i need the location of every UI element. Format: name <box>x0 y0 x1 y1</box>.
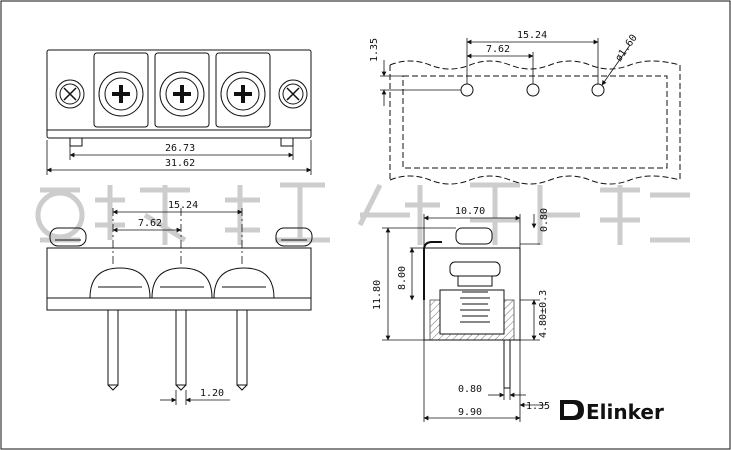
watermark <box>35 182 690 245</box>
dim-15-24-front: 15.24 <box>168 200 198 211</box>
dim-hole-diameter: ø1.60 <box>613 33 639 64</box>
dim-26-73: 26.73 <box>165 143 195 154</box>
top-view-dimensions <box>46 140 312 175</box>
logo-mark-icon <box>560 400 584 420</box>
pcb-dimensions <box>380 38 631 106</box>
dim-8-00: 8.00 <box>397 266 408 290</box>
side-view-dimensions <box>382 214 545 422</box>
top-view-terminal-block <box>46 49 312 147</box>
dim-1-35-top: 1.35 <box>369 38 380 62</box>
dim-9-90: 9.90 <box>458 407 482 418</box>
dim-7-62-top: 7.62 <box>486 44 510 55</box>
side-view-terminal-block <box>423 227 521 389</box>
brand-logo: Elinker <box>560 400 664 424</box>
dim-4-80: 4.80±0.3 <box>538 290 549 338</box>
front-view-dimensions <box>112 208 243 405</box>
dim-0-80-top: 0.80 <box>539 208 550 232</box>
dim-15-24-top: 15.24 <box>517 30 547 41</box>
dim-1-20: 1.20 <box>200 388 224 399</box>
dim-11-80: 11.80 <box>372 280 383 310</box>
pcb-hole-layout <box>389 60 681 185</box>
dim-10-70: 10.70 <box>455 206 485 217</box>
brand-name: Elinker <box>586 400 664 424</box>
dim-31-62: 31.62 <box>165 158 195 169</box>
dim-1-35-bottom: 1.35 <box>526 401 550 412</box>
dim-7-62-front: 7.62 <box>138 218 162 229</box>
dim-0-80-bottom: 0.80 <box>458 384 482 395</box>
front-view-terminal-block <box>46 227 313 391</box>
